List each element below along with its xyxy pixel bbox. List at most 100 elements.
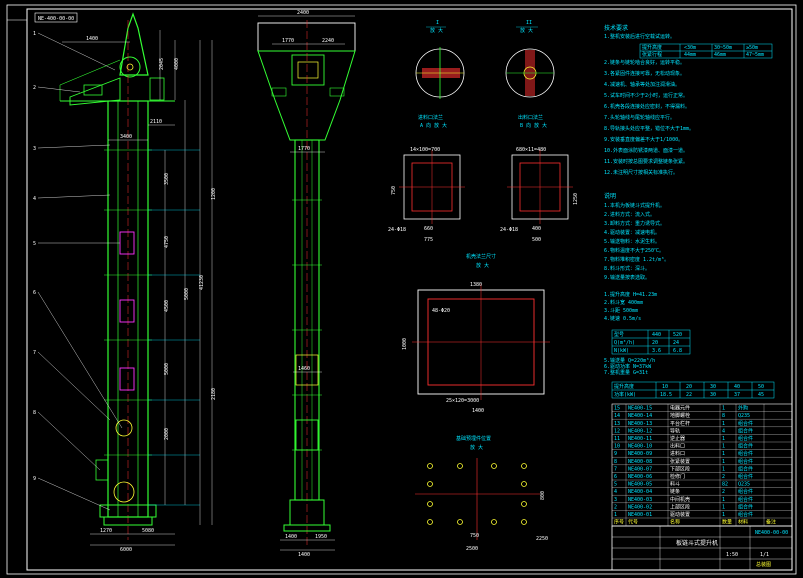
- callout-5[interactable]: 5: [33, 241, 36, 247]
- callout-3[interactable]: 3: [33, 146, 36, 152]
- bom-cell: 82: [722, 482, 728, 488]
- dim-span-4: 5000: [164, 363, 170, 375]
- spec-line: 5.输送量 Q=220m³/h: [604, 357, 655, 364]
- left-extension-lines: [148, 149, 200, 506]
- callout-8[interactable]: 8: [33, 410, 36, 416]
- bom-cell: 1: [722, 497, 725, 503]
- notes-lines: 1.整机安装后进行空载试运转。2.链条与链轮啮合良好，运转平稳。3.各紧固件连接…: [604, 33, 694, 176]
- bom-cell: 链条: [670, 488, 680, 495]
- bom-cell: 8: [722, 413, 725, 419]
- note-line: 11.安装时按总图要求调整链条张紧。: [604, 158, 688, 165]
- inlet-flange-view[interactable]: 进料口法兰 A 向 放 大 14×100=700 750 660 775 24-…: [388, 114, 465, 243]
- detail-view-ii[interactable]: II 放 大: [505, 20, 555, 98]
- note2-line: 6.物料温度不大于250℃。: [604, 247, 664, 254]
- title-company: 总装图: [756, 561, 771, 568]
- bom-cell: 中间机壳: [670, 496, 690, 503]
- outlet-flange-view[interactable]: 出料口法兰 B 向 放 大 680×11=480 1250 400 500 24…: [500, 114, 579, 243]
- bom-cell: 进料口: [670, 450, 685, 457]
- title-block[interactable]: 板链斗式提升机 NE400-00-00 1:50 1/1 总装图: [611, 525, 793, 571]
- drawing-number-tag: NE-400-00-00: [34, 12, 78, 23]
- base-dim-d: 2250: [536, 536, 548, 542]
- bom-cell: 逆止器: [670, 435, 685, 442]
- inspection-door-3[interactable]: [119, 367, 135, 391]
- head-bracket-right: [329, 87, 345, 97]
- bom-cell: 外购: [738, 405, 748, 412]
- note-line: 1.整机安装后进行空载试运转。: [604, 33, 675, 40]
- bom-cell: NE400-02: [628, 504, 652, 510]
- bom-cell: 组合件: [738, 488, 753, 495]
- foundation-embed-view[interactable]: 基础预埋件位置 放 大 750 2500 800 2250: [415, 435, 548, 552]
- bom-cell: 1: [722, 512, 725, 518]
- bom-cell: 组合件: [738, 473, 753, 480]
- bom-cell: 下部区段: [670, 465, 690, 472]
- bom-cell: 电器元件: [670, 405, 690, 412]
- sheet-inner-border: [26, 8, 793, 571]
- inspection-door-2[interactable]: [119, 299, 135, 323]
- spec1-r1c1: 3.6: [652, 348, 661, 354]
- dim-bottom-b: 5080: [142, 528, 154, 534]
- bom-cell: 6: [614, 474, 617, 480]
- note2-line: 7.物料堆积密度 1.2t/m³。: [604, 256, 669, 263]
- bom-cell: 组合件: [738, 427, 753, 434]
- outlet-holes: 24-Φ18: [500, 227, 518, 233]
- note-line: 3.各紧固件连接可靠，无松动现象。: [604, 70, 685, 77]
- dim-bottom-a: 1270: [100, 528, 112, 534]
- dim-mid-lower: 1460: [298, 366, 310, 372]
- bom-cell: NE400-15: [628, 406, 652, 412]
- bom-cell: 组合件: [738, 503, 753, 510]
- base-subtitle: 放 大: [470, 444, 483, 451]
- callout-9[interactable]: 9: [33, 476, 36, 482]
- outlet-flange-subtitle: B 向 放 大: [520, 122, 547, 129]
- base-dim-b: 2500: [466, 546, 478, 552]
- callout-6[interactable]: 6: [33, 290, 36, 296]
- bom-cell: 1: [614, 512, 617, 518]
- callout-1[interactable]: 1: [33, 31, 36, 37]
- detail-view-i[interactable]: I 放 大: [415, 20, 465, 99]
- spec2-h2: 20: [686, 384, 692, 390]
- notes2-lines: 1.本机为板链斗式提升机。2.进料方式：流入式。3.卸料方式：重力诱导式。4.驱…: [604, 202, 669, 281]
- hood-flange-view[interactable]: 机壳法兰尺寸 放 大 1380 48-Φ20 1000 25×120=3000 …: [402, 253, 550, 414]
- bom-cell: 4: [614, 489, 617, 495]
- dim-side: 5000: [184, 288, 190, 300]
- notes-title: 技术要求: [604, 24, 628, 32]
- head-shaft: [126, 63, 134, 71]
- dim-sub-a: 1200: [211, 188, 217, 200]
- spec1-r1c2: 6.8: [673, 348, 682, 354]
- outlet-dim-top: 680×11=480: [516, 147, 546, 153]
- drive-platform: [69, 77, 121, 106]
- callout-7[interactable]: 7: [33, 350, 36, 356]
- spec1-h0: 型号: [614, 331, 624, 338]
- bom-cell: 4: [722, 428, 725, 434]
- left-elevation-view[interactable]: 1400 2045 4000 2110 3400 3500 4750 4500 …: [33, 12, 217, 553]
- head-hood-outline: [119, 12, 149, 76]
- note2-line: 1.本机为板链斗式提升机。: [604, 202, 665, 209]
- dim-top-width: 1400: [86, 36, 98, 42]
- bom-cell: 15: [614, 406, 620, 412]
- callout-2[interactable]: 2: [33, 85, 36, 91]
- bom-cell: 2: [722, 489, 725, 495]
- tension-h3: ≥50m: [746, 45, 758, 51]
- left-dimension-lines: [62, 30, 213, 546]
- dim-mid-top: 2400: [297, 10, 309, 16]
- title-sheet: 1/1: [760, 552, 769, 558]
- callout-4[interactable]: 4: [33, 196, 36, 202]
- tail-sprocket: [115, 419, 133, 437]
- bom-grid: [612, 404, 792, 526]
- dim-mid-foot-c: 1400: [298, 552, 310, 558]
- bom-header: 序号: [614, 519, 624, 526]
- mid-dimension-lines: [258, 15, 355, 551]
- hood-flange-title: 机壳法兰尺寸: [466, 253, 496, 260]
- spec2-h0: 提升高度: [614, 383, 634, 390]
- inlet-dim-side: 750: [391, 186, 397, 195]
- bom-cell: 2: [614, 504, 617, 510]
- tension-h2: 30~50m: [714, 45, 732, 51]
- bom-cell: 12: [614, 428, 620, 434]
- note-line: 5.试车时间不少于2小时，运行正常。: [604, 92, 688, 99]
- side-elevation-view[interactable]: 2400 1770 2240 1770 1460 1400 1950 1400: [257, 10, 356, 558]
- bom-cell: NE400-06: [628, 474, 652, 480]
- sheet-outer-border: [6, 4, 797, 575]
